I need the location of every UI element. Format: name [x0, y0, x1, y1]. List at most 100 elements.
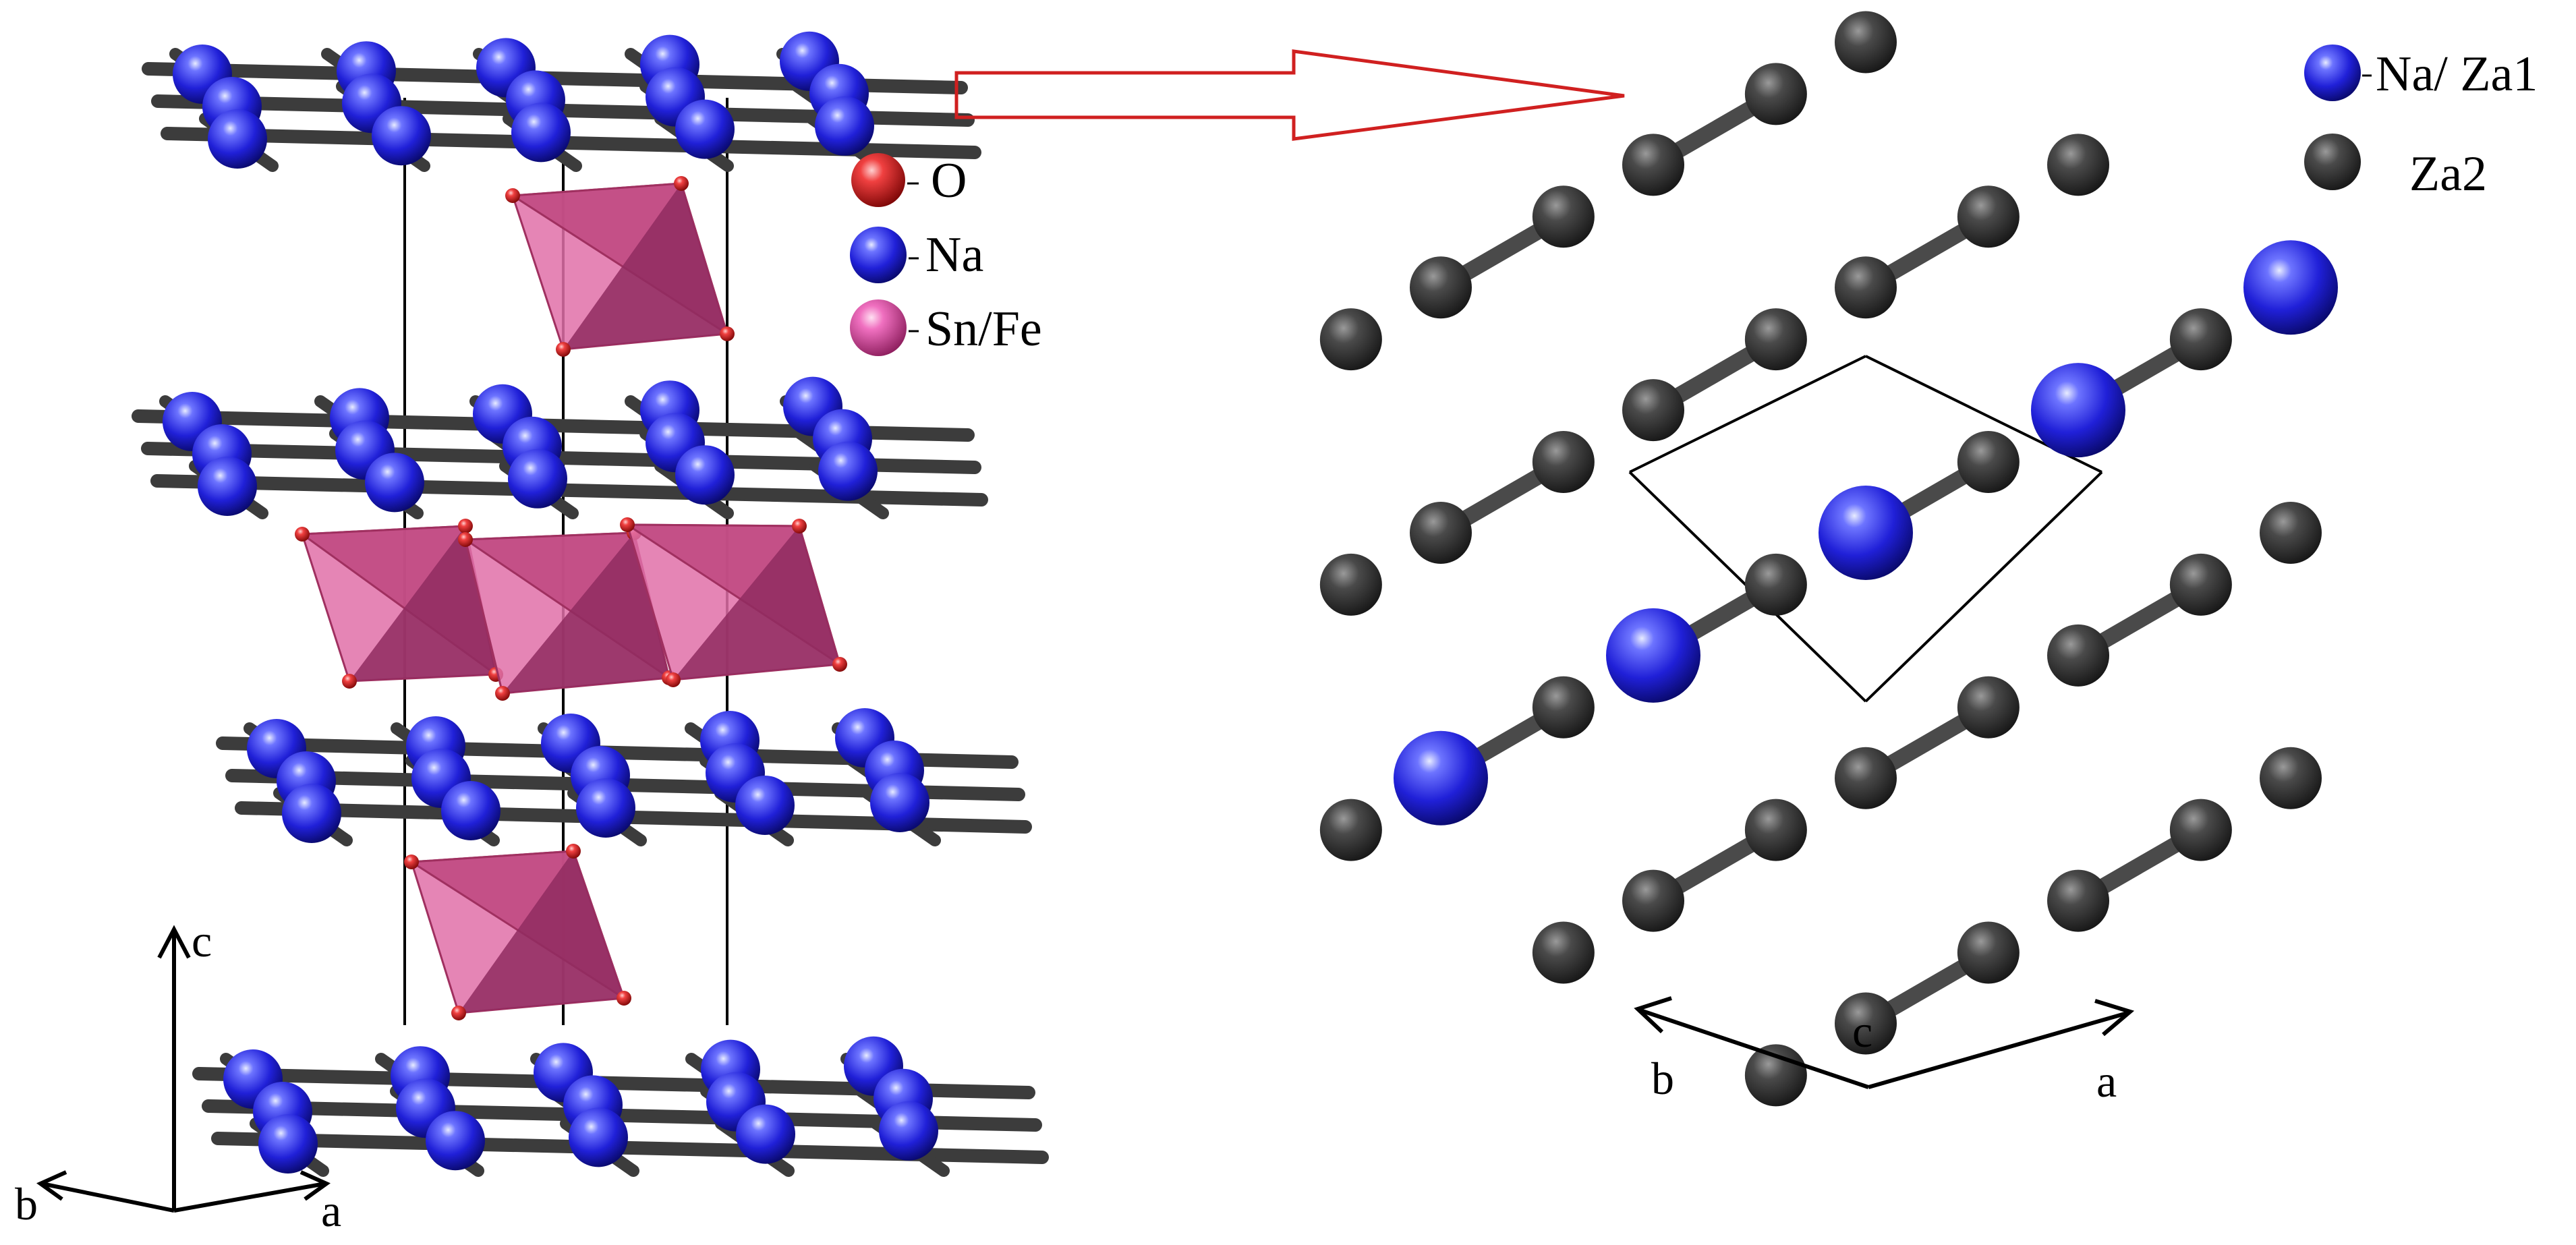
za2-atom — [2169, 553, 2232, 616]
legend-label-za2: Za2 — [2409, 146, 2487, 202]
layered-crystal-structure — [132, 31, 1049, 1177]
left-axis-a-label: a — [321, 1185, 341, 1236]
oxygen-atom — [617, 991, 631, 1006]
left-axis-c-label: c — [192, 915, 212, 966]
za2-atom — [1957, 676, 2020, 739]
za2-atom — [1835, 992, 1897, 1055]
za2-atom — [1835, 747, 1897, 809]
sodium-atom — [735, 776, 795, 835]
legend-label-na: Na — [925, 227, 983, 283]
sodium-atom — [675, 99, 735, 159]
projected-cell-edge — [1629, 355, 1866, 473]
right-axis-a-label: a — [2096, 1055, 2117, 1107]
oxygen-atom — [342, 674, 357, 689]
oxygen-atom — [404, 855, 419, 869]
za2-atom — [2169, 799, 2232, 861]
sn-fe-octahedron — [620, 517, 847, 687]
za2-atom — [1319, 308, 1382, 371]
left-legend: O Na Sn/Fe — [850, 153, 1042, 357]
za2-atom — [1622, 134, 1684, 196]
left-axes — [36, 925, 331, 1213]
sodium-layer — [142, 31, 981, 172]
za2-atom — [1957, 431, 2020, 493]
sodium-atom — [569, 1107, 628, 1167]
sodium-layer — [132, 376, 988, 519]
oxygen-atom — [832, 657, 847, 672]
oxygen-atom — [792, 519, 807, 533]
oxygen-atom — [674, 176, 689, 191]
na-za1-atom — [1606, 608, 1700, 703]
sodium-atom — [815, 96, 874, 156]
sodium-atom — [511, 103, 571, 163]
oxygen-atom — [566, 844, 581, 859]
legend-item-na-za1: Na/ Za1 — [2304, 45, 2538, 102]
sn-fe-octahedron — [505, 176, 735, 357]
sodium-atom — [282, 784, 341, 843]
sodium-atom — [258, 1114, 318, 1174]
sodium-atom — [736, 1104, 795, 1164]
sodium-atom — [365, 453, 424, 513]
sodium-atom — [818, 441, 878, 501]
octahedron-face — [459, 851, 624, 1013]
honeycomb-projection — [1319, 11, 2338, 1107]
za2-atom — [2260, 747, 2322, 809]
za2-atom — [2047, 134, 2109, 196]
sn-fe-octahedron — [404, 844, 631, 1020]
tin-iron-atom-icon — [850, 299, 907, 356]
legend-label-sn-fe: Sn/Fe — [925, 301, 1042, 357]
sodium-atom — [441, 781, 500, 840]
za2-atom — [1957, 921, 2020, 984]
right-axis-b-label: b — [1651, 1053, 1674, 1104]
oxygen-atom — [720, 326, 735, 341]
na-za1-atom — [1819, 486, 1913, 580]
za2-atom — [2047, 869, 2109, 932]
oxygen-atom — [556, 342, 571, 357]
projected-cell-edge — [1864, 471, 2103, 703]
oxygen-atom — [666, 672, 681, 687]
oxygen-atom — [458, 519, 473, 533]
sodium-atom-icon — [850, 227, 907, 283]
na-za1-atom-icon — [2304, 45, 2361, 101]
sodium-atom — [372, 106, 431, 166]
legend-item-sn-fe: Sn/Fe — [850, 299, 1042, 357]
left-axis-b-label: b — [15, 1178, 38, 1229]
za2-atom — [2047, 624, 2109, 687]
legend-item-o: O — [851, 153, 967, 208]
oxygen-atom — [451, 1006, 466, 1020]
projection-arrow — [954, 49, 1625, 141]
sodium-atom — [208, 109, 267, 169]
za2-atom — [1744, 308, 1807, 371]
oxygen-atom-icon — [851, 153, 905, 207]
octahedron-face — [673, 526, 840, 680]
octahedron-face — [503, 533, 669, 693]
oxygen-atom — [505, 188, 520, 203]
za2-atom — [1410, 502, 1472, 564]
sodium-layer — [216, 708, 1032, 846]
right-axis-c-label: c — [1852, 1006, 1872, 1057]
sodium-atom — [576, 778, 635, 838]
za2-atom — [1622, 869, 1684, 932]
za2-atom — [2169, 308, 2232, 371]
za2-atom — [1835, 11, 1897, 74]
za2-atom — [1319, 553, 1382, 616]
na-za1-atom — [1394, 730, 1488, 826]
sodium-atom — [879, 1101, 938, 1161]
sodium-layers — [132, 31, 1049, 1177]
za2-atom — [1744, 799, 1807, 861]
za2-atom — [1410, 256, 1472, 319]
legend-item-na: Na — [850, 227, 983, 283]
za2-atom — [1532, 676, 1595, 739]
za2-atom — [1532, 921, 1595, 984]
oxygen-atom — [295, 527, 310, 542]
za2-atom — [1744, 1044, 1807, 1107]
sodium-atom — [675, 445, 735, 505]
za2-atom — [2260, 502, 2322, 564]
za2-atom — [1532, 185, 1595, 248]
za2-atom — [1835, 256, 1897, 319]
sodium-atom — [198, 457, 257, 516]
za2-atom — [1622, 379, 1684, 442]
octahedron-face — [349, 526, 496, 681]
za2-atom-icon — [2304, 134, 2361, 190]
za2-atom — [1744, 63, 1807, 125]
